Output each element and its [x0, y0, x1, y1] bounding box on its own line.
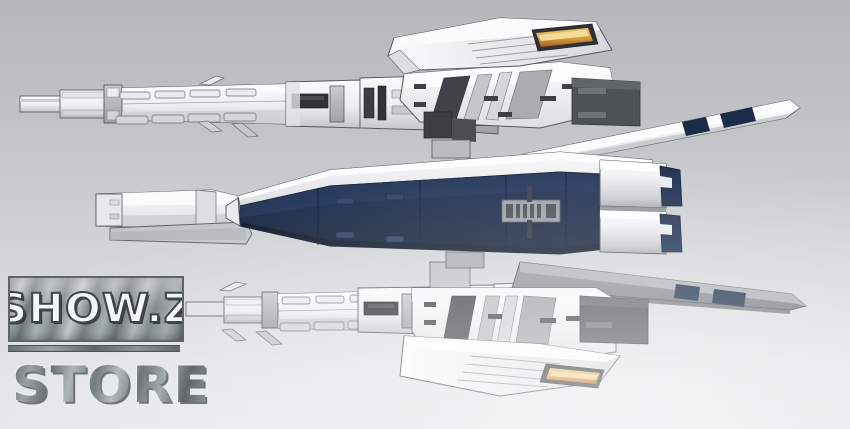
watermark-plate: SHOW.Z [8, 276, 184, 342]
wing-stripe [674, 284, 700, 301]
watermark-plate-gloss [10, 278, 182, 307]
engine-nacelles [599, 159, 683, 255]
watermark-line2: STORE [12, 356, 210, 414]
watermark: SHOW.Z STORE [6, 276, 209, 424]
central-fuselage [225, 151, 653, 255]
watermark-divider [8, 345, 180, 352]
watermark-line1: SHOW.Z [10, 286, 182, 332]
upper-tail-fin [387, 17, 641, 142]
